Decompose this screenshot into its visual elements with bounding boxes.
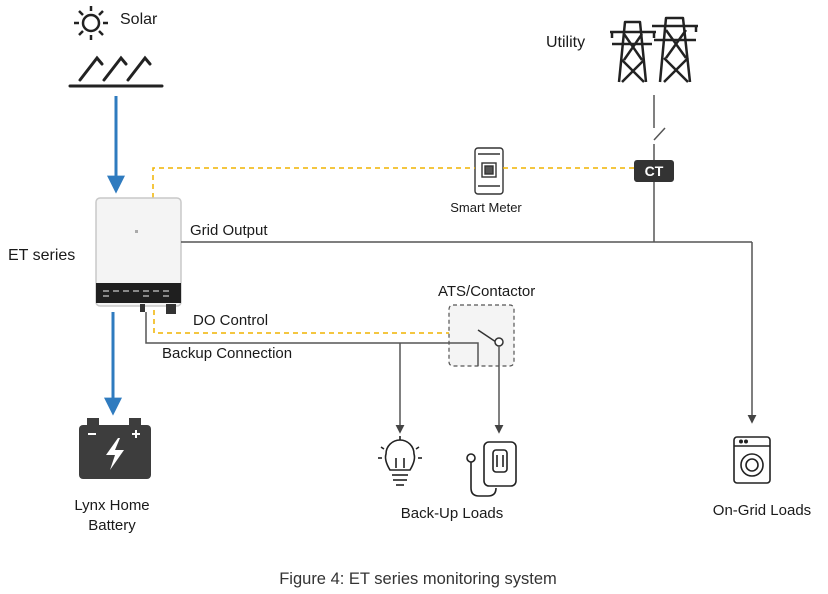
figure-caption: Figure 4: ET series monitoring system	[279, 570, 557, 588]
ats-terminal	[494, 337, 504, 347]
ats-contactor-label: ATS/Contactor	[438, 283, 535, 300]
meter-comm-dashed-line	[152, 167, 634, 198]
backup-loads-label: Back-Up Loads	[401, 505, 504, 522]
washing-machine-icon	[733, 436, 771, 484]
ats-switch	[477, 329, 497, 343]
ct-label: CT	[645, 163, 664, 179]
ongrid-loads-label: On-Grid Loads	[713, 502, 811, 519]
ats-contactor-box	[448, 304, 515, 367]
light-bulb-icon	[378, 436, 422, 486]
solar-label: Solar	[120, 11, 158, 28]
smart-meter-icon	[474, 147, 504, 195]
sun-icon	[74, 6, 108, 40]
inverter-icon	[95, 197, 182, 314]
solar-panel-icon	[68, 55, 164, 88]
ct-box	[634, 160, 674, 182]
smart-meter-label: Smart Meter	[450, 200, 522, 215]
battery-label-line2: Battery	[88, 517, 136, 534]
battery-label-line1: Lynx Home	[74, 497, 149, 514]
backup-connection-label: Backup Connection	[162, 345, 292, 362]
battery-icon	[79, 418, 151, 479]
backup-connection-line	[145, 312, 479, 366]
water-heater-icon	[466, 441, 517, 497]
do-control-label: DO Control	[193, 312, 268, 329]
transmission-tower-icon	[610, 16, 698, 83]
utility-switch	[653, 127, 666, 141]
et-series-label: ET series	[8, 247, 75, 264]
grid-output-label: Grid Output	[190, 222, 268, 239]
utility-label: Utility	[546, 34, 585, 51]
do-control-dashed-line	[153, 310, 449, 334]
